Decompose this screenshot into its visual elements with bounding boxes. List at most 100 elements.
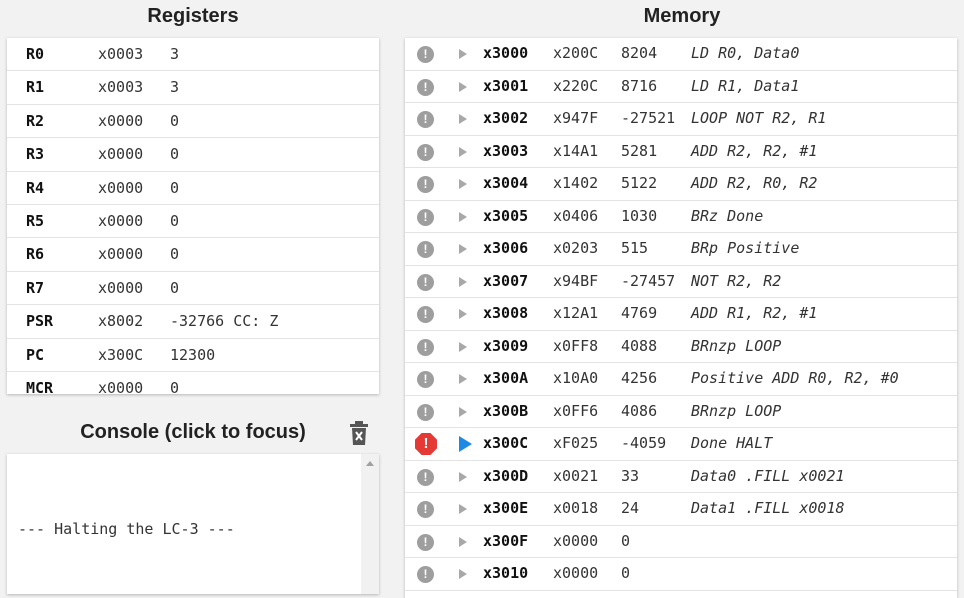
memory-dec-value[interactable]: 33: [621, 466, 640, 485]
memory-instruction: ADD R2, R0, R2: [691, 174, 818, 192]
register-dec-value[interactable]: 0: [170, 145, 180, 164]
breakpoint-icon[interactable]: !: [415, 433, 437, 455]
register-hex-value[interactable]: x0000: [98, 145, 144, 164]
register-dec-value[interactable]: 0: [170, 111, 180, 130]
register-hex-value[interactable]: x0000: [98, 245, 144, 264]
set-pc-arrow-icon[interactable]: [459, 81, 467, 92]
set-pc-arrow-icon[interactable]: [459, 49, 467, 59]
breakpoint-icon[interactable]: !: [417, 208, 434, 226]
set-pc-arrow-icon[interactable]: [459, 244, 467, 254]
breakpoint-icon[interactable]: !: [417, 403, 434, 421]
memory-hex-value[interactable]: x220C: [553, 76, 599, 95]
breakpoint-icon[interactable]: !: [417, 143, 434, 161]
breakpoint-icon[interactable]: !: [417, 241, 434, 258]
register-hex-value[interactable]: x0000: [98, 378, 144, 397]
breakpoint-icon[interactable]: !: [417, 338, 434, 356]
breakpoint-icon[interactable]: !: [417, 501, 434, 518]
memory-dec-value[interactable]: 1030: [621, 206, 658, 225]
memory-dec-value[interactable]: 24: [621, 499, 640, 517]
memory-dec-value[interactable]: 4769: [621, 304, 658, 322]
register-dec-value[interactable]: 0: [170, 245, 180, 264]
breakpoint-icon[interactable]: !: [417, 273, 434, 291]
register-dec-value[interactable]: 0: [170, 378, 180, 397]
set-pc-arrow-icon[interactable]: [459, 569, 467, 579]
register-hex-value[interactable]: x0000: [98, 211, 144, 230]
memory-dec-value[interactable]: -4059: [621, 434, 667, 452]
breakpoint-icon[interactable]: !: [417, 46, 434, 63]
set-pc-arrow-icon[interactable]: [459, 406, 467, 417]
memory-hex-value[interactable]: x0018: [553, 499, 599, 517]
set-pc-arrow-icon[interactable]: [459, 471, 467, 482]
set-pc-arrow-icon[interactable]: [459, 179, 467, 189]
register-hex-value[interactable]: x0000: [98, 278, 144, 297]
register-dec-value[interactable]: 0: [170, 211, 180, 230]
memory-hex-value[interactable]: x12A1: [553, 304, 599, 322]
memory-dec-value[interactable]: -27457: [621, 271, 676, 290]
memory-dec-value[interactable]: -27521: [621, 109, 676, 127]
memory-hex-value[interactable]: x0FF6: [553, 401, 599, 420]
memory-hex-value[interactable]: x0000: [553, 531, 599, 550]
set-pc-arrow-icon[interactable]: [459, 341, 467, 352]
memory-hex-value[interactable]: x0FF8: [553, 336, 599, 355]
register-dec-value[interactable]: 3: [170, 78, 180, 97]
register-hex-value[interactable]: x300C: [98, 345, 144, 364]
memory-dec-value[interactable]: 0: [621, 531, 631, 550]
memory-hex-value[interactable]: x10A0: [553, 369, 599, 387]
console-title[interactable]: Console (click to focus): [80, 421, 306, 443]
memory-dec-value[interactable]: 4086: [621, 401, 658, 420]
register-dec-value[interactable]: 0: [170, 278, 180, 297]
scroll-up-icon[interactable]: [366, 461, 374, 466]
set-pc-arrow-icon[interactable]: [459, 436, 472, 452]
memory-hex-value[interactable]: xF025: [553, 434, 599, 452]
register-dec-value[interactable]: 3: [170, 45, 180, 63]
memory-dec-value[interactable]: 0: [621, 564, 631, 582]
memory-hex-value[interactable]: x14A1: [553, 141, 599, 160]
register-hex-value[interactable]: x0000: [98, 178, 144, 197]
breakpoint-icon[interactable]: !: [417, 176, 434, 193]
breakpoint-icon[interactable]: !: [417, 306, 434, 323]
breakpoint-icon[interactable]: !: [417, 533, 434, 551]
memory-hex-value[interactable]: x947F: [553, 109, 599, 127]
register-hex-value[interactable]: x0003: [98, 78, 144, 97]
memory-hex-value[interactable]: x0000: [553, 564, 599, 582]
set-pc-arrow-icon[interactable]: [459, 211, 467, 222]
breakpoint-icon[interactable]: !: [417, 111, 434, 128]
register-dec-value[interactable]: -32766 CC: Z: [170, 312, 279, 331]
memory-hex-value[interactable]: x0021: [553, 466, 599, 485]
memory-hex-value[interactable]: x94BF: [553, 271, 599, 290]
memory-hex-value[interactable]: x1402: [553, 174, 599, 192]
memory-dec-value[interactable]: 5281: [621, 141, 658, 160]
register-hex-value[interactable]: x0003: [98, 45, 144, 63]
register-name: R1: [26, 78, 45, 97]
set-pc-arrow-icon[interactable]: [459, 276, 467, 287]
memory-dec-value[interactable]: 515: [621, 239, 649, 257]
breakpoint-icon[interactable]: !: [417, 566, 434, 583]
memory-dec-value[interactable]: 4256: [621, 369, 658, 387]
set-pc-arrow-icon[interactable]: [459, 309, 467, 319]
set-pc-arrow-icon[interactable]: [459, 146, 467, 157]
register-hex-value[interactable]: x8002: [98, 312, 144, 331]
memory-dec-value[interactable]: 8716: [621, 76, 658, 95]
console-scrollbar[interactable]: [361, 454, 379, 594]
memory-dec-value[interactable]: 4088: [621, 336, 658, 355]
set-pc-arrow-icon[interactable]: [459, 374, 467, 384]
memory-hex-value[interactable]: x0406: [553, 206, 599, 225]
breakpoint-icon[interactable]: !: [417, 371, 434, 388]
set-pc-arrow-icon[interactable]: [459, 504, 467, 514]
breakpoint-icon[interactable]: !: [417, 468, 434, 486]
set-pc-arrow-icon[interactable]: [459, 536, 467, 547]
register-dec-value[interactable]: 0: [170, 178, 180, 197]
register-hex-value[interactable]: x0000: [98, 111, 144, 130]
clear-console-button[interactable]: [347, 419, 371, 447]
memory-hex-value[interactable]: x0203: [553, 239, 599, 257]
console-output[interactable]: --- Halting the LC-3 ---: [7, 454, 379, 594]
set-pc-arrow-icon[interactable]: [459, 114, 467, 124]
memory-dec-value[interactable]: 8204: [621, 44, 658, 62]
memory-hex-value[interactable]: x200C: [553, 44, 599, 62]
breakpoint-icon[interactable]: !: [417, 78, 434, 96]
register-dec-value[interactable]: 12300: [170, 345, 216, 364]
memory-dec-value[interactable]: 5122: [621, 174, 658, 192]
